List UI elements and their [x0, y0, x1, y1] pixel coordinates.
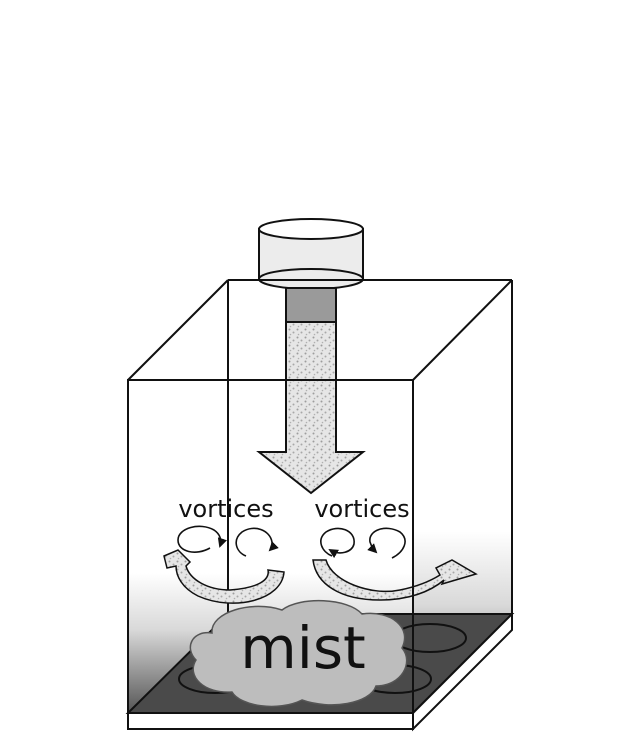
- mist-label: mist: [240, 614, 366, 682]
- right-outflow-arrow: [312, 559, 478, 601]
- vortices-label-left: vortices: [178, 495, 273, 523]
- fan-cap: [258, 218, 364, 290]
- vortices-label-right: vortices: [314, 495, 409, 523]
- left-outflow-arrow: [163, 549, 285, 604]
- nozzle: [285, 287, 337, 323]
- chamber-back: [128, 280, 512, 713]
- vortex-swirl-icons: [177, 525, 406, 559]
- downward-airflow-arrow: [256, 321, 366, 495]
- mist-cloud: [189, 600, 408, 708]
- base-plate: [127, 611, 513, 732]
